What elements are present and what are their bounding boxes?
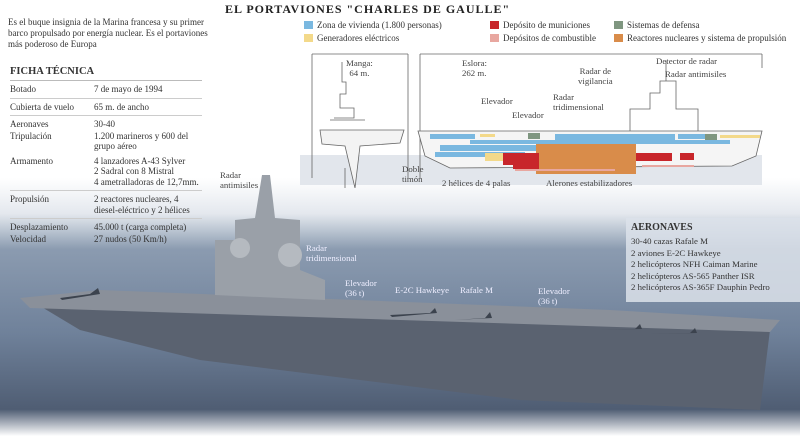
flight-deck	[20, 290, 780, 332]
swatch	[614, 34, 623, 42]
legend-label: Reactores nucleares y sistema de propuls…	[627, 33, 787, 43]
ficha-value: 4 lanzadores A-43 Sylver 2 Sadral con 8 …	[94, 155, 199, 187]
aeronave-item: 2 helicópteros AS-565 Panther ISR	[631, 270, 755, 281]
swatch	[490, 21, 499, 29]
legend-item-reactores: Reactores nucleares y sistema de propuls…	[614, 33, 786, 43]
ficha-key: Aeronaves	[10, 119, 49, 129]
swatch	[304, 21, 313, 29]
photo-radar-antimisiles-label: Radar antimisiles	[220, 170, 259, 190]
eslora-label: Eslora: 262 m.	[462, 58, 487, 78]
legend-label: Generadores eléctricos	[317, 33, 400, 43]
aeronaves-heading: AERONAVES	[631, 222, 693, 233]
alerones-label: Alerones estabilizadores	[546, 178, 633, 188]
legend-item-combustible: Depósitos de combustible	[490, 33, 596, 43]
ficha-tecnica: FICHA TÉCNICA Botado 7 de mayo de 1994 Cu…	[10, 66, 202, 247]
carrier-photo	[20, 175, 780, 410]
elevador-label: Elevador	[481, 96, 513, 106]
aeronaves-box: AERONAVES 30-40 cazas Rafale M 2 aviones…	[626, 218, 800, 302]
radome	[278, 243, 302, 267]
aeronave-item: 2 aviones E-2C Hawkeye	[631, 247, 721, 258]
compartments	[430, 133, 760, 174]
ficha-key: Botado	[10, 84, 36, 94]
ficha-value: 30-40	[94, 119, 115, 129]
ficha-key: Tripulación	[10, 130, 52, 141]
ficha-row: Cubierta de vuelo 65 m. de ancho	[10, 99, 202, 116]
island-superstructure	[215, 175, 325, 300]
aeronave-item: 2 helicópteros NFH Caiman Marine	[631, 259, 758, 269]
ficha-key: Desplazamiento	[10, 222, 68, 232]
photo-elevador-label: Elevador (36 t)	[538, 286, 570, 306]
ficha-value: 65 m. de ancho	[94, 101, 149, 112]
hull	[30, 300, 770, 410]
aeronave-item: 30-40 cazas Rafale M	[631, 236, 708, 246]
elevador-label: Elevador	[512, 110, 544, 120]
ficha-key: Velocidad	[10, 233, 46, 244]
aircraft	[60, 288, 697, 334]
aeronave-item: 2 helicópteros AS-365F Dauphin Pedro	[631, 282, 770, 292]
ship-cutaway-diagram	[300, 53, 763, 188]
radar-tridimensional-label: Radar tridimensional	[553, 92, 604, 112]
ficha-value: 45.000 t (carga completa)	[94, 222, 187, 232]
helices-label: 2 hélices de 4 palas	[442, 178, 511, 188]
radar-vigilancia-label: Radar de vigilancia	[578, 66, 613, 86]
ficha-value: 2 reactores nucleares, 4 diesel-eléctric…	[94, 194, 190, 215]
ficha-row: Desplazamiento 45.000 t (carga completa)	[10, 219, 202, 233]
ficha-key: Propulsión	[10, 194, 50, 204]
ficha-row: Velocidad 27 nudos (50 Km/h)	[10, 233, 202, 248]
ficha-row: Tripulación 1.200 marineros y 600 del gru…	[10, 130, 202, 153]
intro-text: Es el buque insignia de la Marina france…	[8, 17, 208, 49]
legend-item-generadores: Generadores eléctricos	[304, 33, 399, 43]
detector-radar-label: Detector de radar	[656, 56, 718, 66]
legend-item-defensa: Sistemas de defensa	[614, 20, 699, 30]
legend-item-vivienda: Zona de vivienda (1.800 personas)	[304, 20, 442, 30]
legend-label: Depósito de municiones	[503, 20, 590, 30]
ficha-key: Cubierta de vuelo	[10, 101, 74, 112]
photo-elevador-label: Elevador (36 t)	[345, 278, 377, 298]
ficha-key: Armamento	[10, 155, 53, 166]
front-view	[311, 53, 409, 188]
ficha-row: Propulsión 2 reactores nucleares, 4 diese…	[10, 191, 202, 219]
swatch	[614, 21, 623, 29]
ficha-heading: FICHA TÉCNICA	[10, 66, 202, 81]
ficha-row: Botado 7 de mayo de 1994	[10, 81, 202, 99]
ficha-value: 27 nudos (50 Km/h)	[94, 233, 167, 244]
swatch	[304, 34, 313, 42]
legend-label: Zona de vivienda (1.800 personas)	[317, 20, 442, 30]
legend-label: Sistemas de defensa	[627, 20, 700, 30]
ficha-value: 1.200 marineros y 600 del grupo aéreo	[94, 130, 189, 152]
legend-label: Depósitos de combustible	[503, 33, 596, 43]
page-title: EL PORTAVIONES "CHARLES DE GAULLE"	[225, 2, 511, 16]
ficha-value: 7 de mayo de 1994	[94, 84, 163, 94]
photo-radar-tridimensional-label: Radar tridimensional	[306, 243, 357, 263]
radar-antimisiles-label: Radar antimisiles	[665, 69, 727, 79]
swatch	[490, 34, 499, 42]
manga-label: Manga: 64 m.	[346, 58, 373, 78]
hawkeye-label: E-2C Hawkeye	[395, 285, 449, 295]
legend-item-municiones: Depósito de municiones	[490, 20, 590, 30]
rafale-label: Rafale M	[460, 285, 493, 295]
ficha-row: Aeronaves 30-40	[10, 116, 202, 130]
radome	[230, 238, 250, 258]
doble-timon-label: Doble timón	[402, 164, 424, 184]
ficha-row: Armamento 4 lanzadores A-43 Sylver 2 Sadr…	[10, 153, 202, 191]
